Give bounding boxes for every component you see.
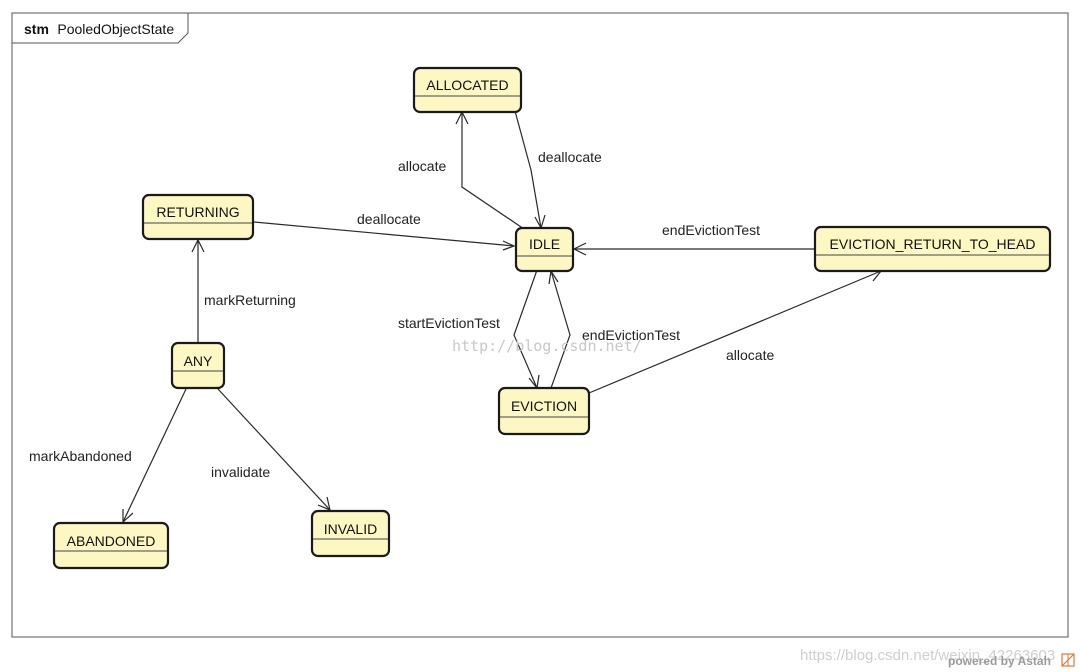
state-allocated[interactable]: ALLOCATED [412,66,523,114]
astah-logo-icon [1061,653,1075,667]
edge-label-markAbandoned: markAbandoned [29,448,132,464]
powered-by-astah: powered by Astah [948,654,1051,668]
edge-label-invalidate: invalidate [211,464,270,480]
transition-idle-to-allocated [455,110,525,230]
transition-any-to-returning [191,238,205,343]
watermark-center: http://blog.csdn.net/ [452,337,642,355]
edge-label-startEvictionTest: startEvictionTest [398,315,500,331]
transition-idle-to-eviction [513,269,540,390]
frame-name-tab [11,12,189,44]
frame-title: stm PooledObjectState [24,21,174,38]
state-idle[interactable]: IDLE [514,226,575,273]
edge-label-allocate-2: allocate [726,347,774,363]
transition-erth-to-idle [572,242,815,256]
edge-label-deallocate-1: deallocate [538,149,602,165]
state-returning[interactable]: RETURNING [141,193,255,241]
edge-label-deallocate-2: deallocate [357,211,421,227]
transition-any-to-invalid [217,388,331,512]
state-eviction-return-to-head[interactable]: EVICTION_RETURN_TO_HEAD [813,225,1052,273]
state-any[interactable]: ANY [170,341,226,390]
state-label-eviction: EVICTION [511,398,577,414]
edge-label-endEvictionTest-2: endEvictionTest [582,327,680,343]
state-invalid[interactable]: INVALID [310,509,391,558]
transition-returning-to-idle [253,221,516,251]
state-label-idle: IDLE [529,236,560,252]
watermark-footer: https://blog.csdn.net/weixin_42263603 [800,647,1055,664]
state-abandoned[interactable]: ABANDONED [52,521,170,570]
diagram-frame [11,12,1069,638]
frame-name: PooledObjectState [57,21,174,37]
edge-label-markReturning: markReturning [204,292,296,308]
edge-label-endEvictionTest-1: endEvictionTest [662,222,760,238]
frame-keyword: stm [24,21,49,37]
edge-label-allocate-1: allocate [398,158,446,174]
state-label-abandoned: ABANDONED [67,533,156,549]
state-label-any: ANY [184,353,213,369]
state-label-allocated: ALLOCATED [426,77,508,93]
transition-any-to-abandoned [122,388,187,524]
state-label-returning: RETURNING [156,204,239,220]
state-label-invalid: INVALID [324,521,377,537]
state-label-eviction-return-to-head: EVICTION_RETURN_TO_HEAD [830,236,1036,252]
transition-eviction-to-idle [548,269,571,389]
state-eviction[interactable]: EVICTION [497,386,591,436]
transition-allocated-to-idle [514,110,546,230]
